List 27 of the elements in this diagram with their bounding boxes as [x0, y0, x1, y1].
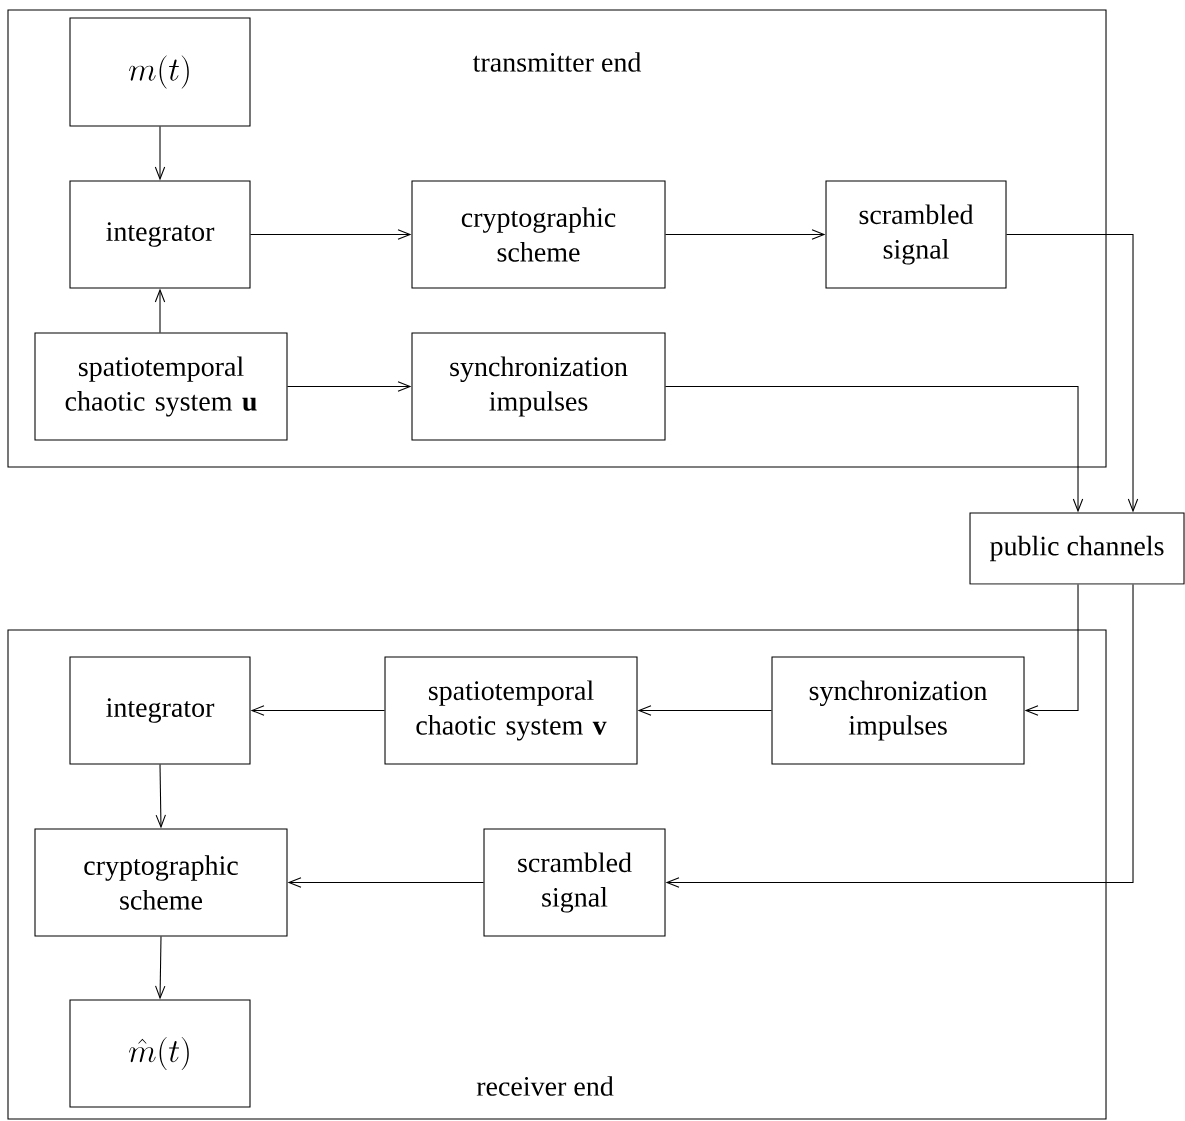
arrow: [665, 584, 1134, 888]
process-box: scrambled signal: [483, 828, 666, 937]
process-box: spatiotemporal chaotic system v: [384, 656, 638, 765]
arrow: [155, 936, 166, 1000]
arrow: [155, 764, 166, 829]
arrow: [665, 385, 1084, 513]
arrow: [1006, 233, 1139, 513]
arrow: [154, 288, 166, 333]
process-box: scrambled signal: [825, 180, 1007, 289]
process-box: cryptographic scheme: [34, 828, 288, 937]
process-box: integrator: [69, 180, 251, 289]
process-box: integrator: [69, 656, 251, 765]
arrow: [287, 381, 412, 392]
process-box: spatiotemporal chaotic system u: [34, 332, 288, 441]
process-box: synchronization impulses: [771, 656, 1025, 765]
signal-box: $m(t)$: [69, 17, 251, 127]
arrow: [1024, 584, 1079, 716]
arrow: [665, 229, 826, 240]
arrow: [250, 229, 412, 240]
process-box: synchronization impulses: [411, 332, 666, 441]
process-box: cryptographic scheme: [411, 180, 666, 289]
arrow: [287, 877, 484, 888]
process-box: public channels: [969, 512, 1185, 585]
arrow: [154, 126, 166, 181]
arrow: [637, 705, 772, 716]
signal-box: $\hat{m}(t)$: [69, 999, 251, 1108]
arrow: [250, 705, 385, 716]
